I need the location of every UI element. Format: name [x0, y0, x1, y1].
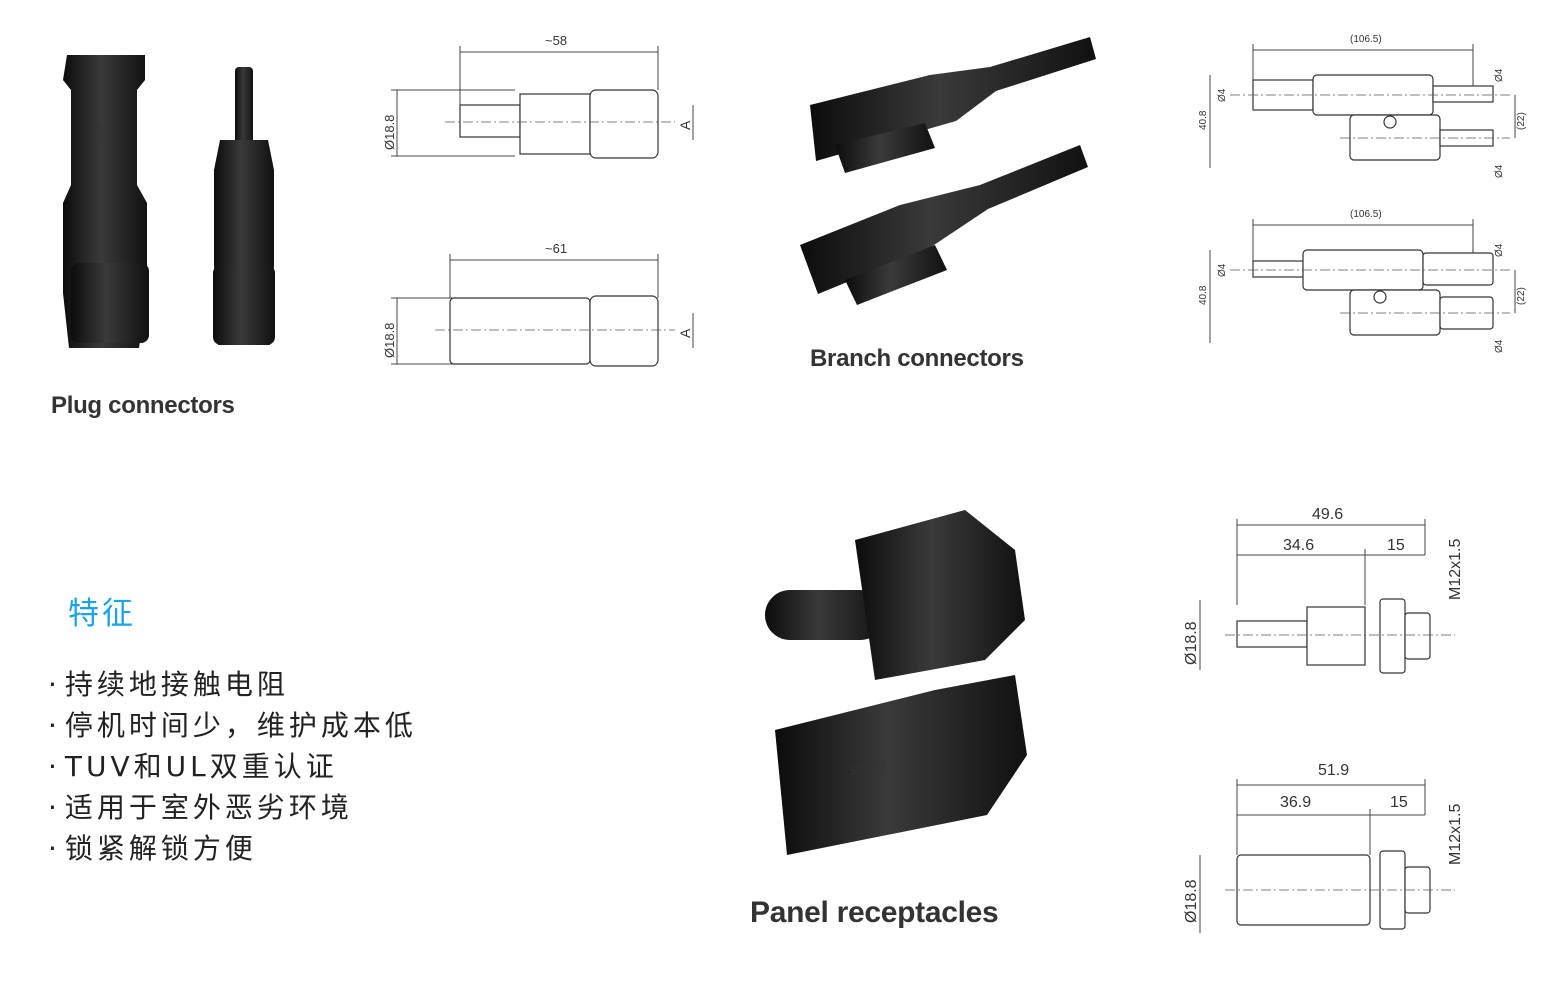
- feature-item: 锁紧解锁方便: [48, 828, 417, 869]
- panel-male-nut: 15: [1387, 537, 1405, 554]
- panel-female-body: 36.9: [1280, 794, 1311, 811]
- branch-bottom-pin-right-top: Ø4: [1494, 243, 1505, 257]
- plug-male-drawing: ~58 Ø18.8 A: [382, 33, 694, 159]
- panel-female-diameter: Ø18.8: [1183, 879, 1200, 923]
- branch-connectors-title: Branch connectors: [810, 345, 1024, 372]
- branch-top-pin-left: Ø4: [1217, 88, 1228, 102]
- panel-male-body: 34.6: [1283, 537, 1314, 554]
- plug-male-diameter: Ø18.8: [382, 115, 397, 150]
- branch-bottom-pin-right-bottom: Ø4: [1494, 339, 1505, 353]
- plug-male-length: ~58: [545, 33, 567, 48]
- feature-item: TUV和UL双重认证: [48, 746, 417, 787]
- branch-top-spacing: (22): [1516, 112, 1527, 130]
- branch-bottom-spacing: (22): [1516, 287, 1527, 305]
- panel-male-thread: M12x1.5: [1447, 539, 1464, 600]
- branch-bottom-drawing: (106.5) 40.8 Ø4 Ø4 (22) Ø4: [1198, 209, 1527, 353]
- feature-item: 停机时间少，维护成本低: [48, 705, 417, 746]
- plug-connectors-title: Plug connectors: [51, 392, 235, 419]
- feature-item: 持续地接触电阻: [48, 664, 417, 705]
- panel-male-diameter: Ø18.8: [1183, 621, 1200, 665]
- branch-top-pin-right-top: Ø4: [1494, 68, 1505, 82]
- panel-receptacles-title: Panel receptacles: [750, 896, 999, 929]
- plug-female-length: ~61: [545, 241, 567, 256]
- branch-bottom-height: 40.8: [1198, 285, 1209, 305]
- feature-item: 适用于室外恶劣环境: [48, 787, 417, 828]
- plug-female-drawing: ~61 Ø18.8 A: [382, 241, 694, 367]
- branch-bottom-length: (106.5): [1350, 209, 1382, 220]
- features-title: 特征: [68, 596, 136, 632]
- plug-male-side: A: [677, 120, 693, 130]
- branch-top-length: (106.5): [1350, 34, 1382, 45]
- branch-top-drawing: (106.5) 40.8 Ø4 Ø4 (22) Ø4: [1198, 34, 1527, 178]
- branch-connector-photo: [800, 37, 1096, 305]
- panel-female-total: 51.9: [1318, 762, 1349, 779]
- panel-male-total: 49.6: [1312, 506, 1343, 523]
- panel-receptacle-photo: STOP !: [765, 510, 1027, 855]
- panel-female-drawing: 51.9 36.9 15 M12x1.5 Ø18.8: [1183, 762, 1464, 933]
- plug-female-diameter: Ø18.8: [382, 323, 397, 358]
- branch-bottom-pin-left: Ø4: [1217, 263, 1228, 277]
- panel-female-nut: 15: [1390, 794, 1408, 811]
- svg-text:STOP !: STOP !: [96, 119, 105, 145]
- panel-male-drawing: 49.6 34.6 15 M12x1.5 Ø18.8: [1183, 506, 1464, 674]
- branch-top-height: 40.8: [1198, 110, 1209, 130]
- panel-female-thread: M12x1.5: [1447, 804, 1464, 865]
- plug-connector-photo: STOP !: [63, 55, 275, 348]
- branch-top-pin-right-bottom: Ø4: [1494, 164, 1505, 178]
- features-list: 持续地接触电阻 停机时间少，维护成本低 TUV和UL双重认证 适用于室外恶劣环境…: [48, 664, 417, 869]
- plug-female-side: A: [677, 328, 693, 338]
